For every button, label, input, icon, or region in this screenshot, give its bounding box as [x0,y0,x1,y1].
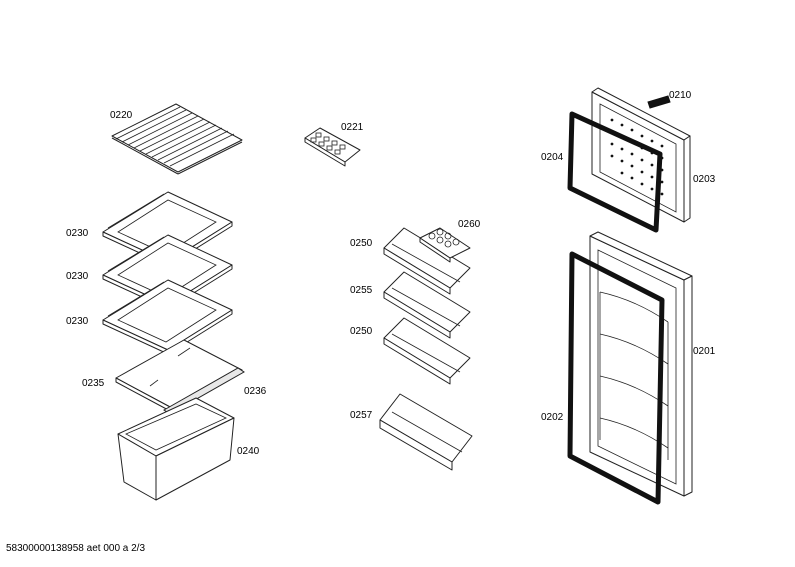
crisper-drawer-0240 [117,397,235,501]
label-0235: 0235 [82,378,105,389]
label-0236: 0236 [244,386,267,397]
freezer-door-0203 [591,87,691,223]
label-0230-top: 0230 [66,228,89,239]
door-balcony-0250-top [383,227,471,295]
fridge-gasket-0202 [567,251,665,505]
label-0204: 0204 [541,152,564,163]
handle-strip-0210 [647,95,671,109]
label-0210: 0210 [669,90,692,101]
label-0250-top: 0250 [350,238,373,249]
label-0230-middle: 0230 [66,271,89,282]
glass-cover-0235 [115,339,243,413]
bottle-shelf-0257 [379,393,473,471]
label-0230-bottom: 0230 [66,316,89,327]
label-0221: 0221 [341,122,364,133]
label-0203: 0203 [693,174,716,185]
label-0250-bottom: 0250 [350,326,373,337]
label-0201: 0201 [693,346,716,357]
glass-shelf-0230-bottom [102,279,233,355]
label-0260: 0260 [458,219,481,230]
label-0255: 0255 [350,285,373,296]
document-footer-id: 58300000138958 aet 000 a 2/3 [6,543,146,554]
wire-shelf-0220 [111,103,243,175]
egg-tray-0260 [419,227,471,263]
label-0220: 0220 [110,110,133,121]
door-balcony-0250-bottom [383,317,471,385]
door-balcony-0255 [383,271,471,339]
label-0257: 0257 [350,410,373,421]
label-0240: 0240 [237,446,260,457]
ice-tray-0221 [304,127,361,167]
label-0202: 0202 [541,412,564,423]
freezer-gasket-0204 [567,111,663,233]
